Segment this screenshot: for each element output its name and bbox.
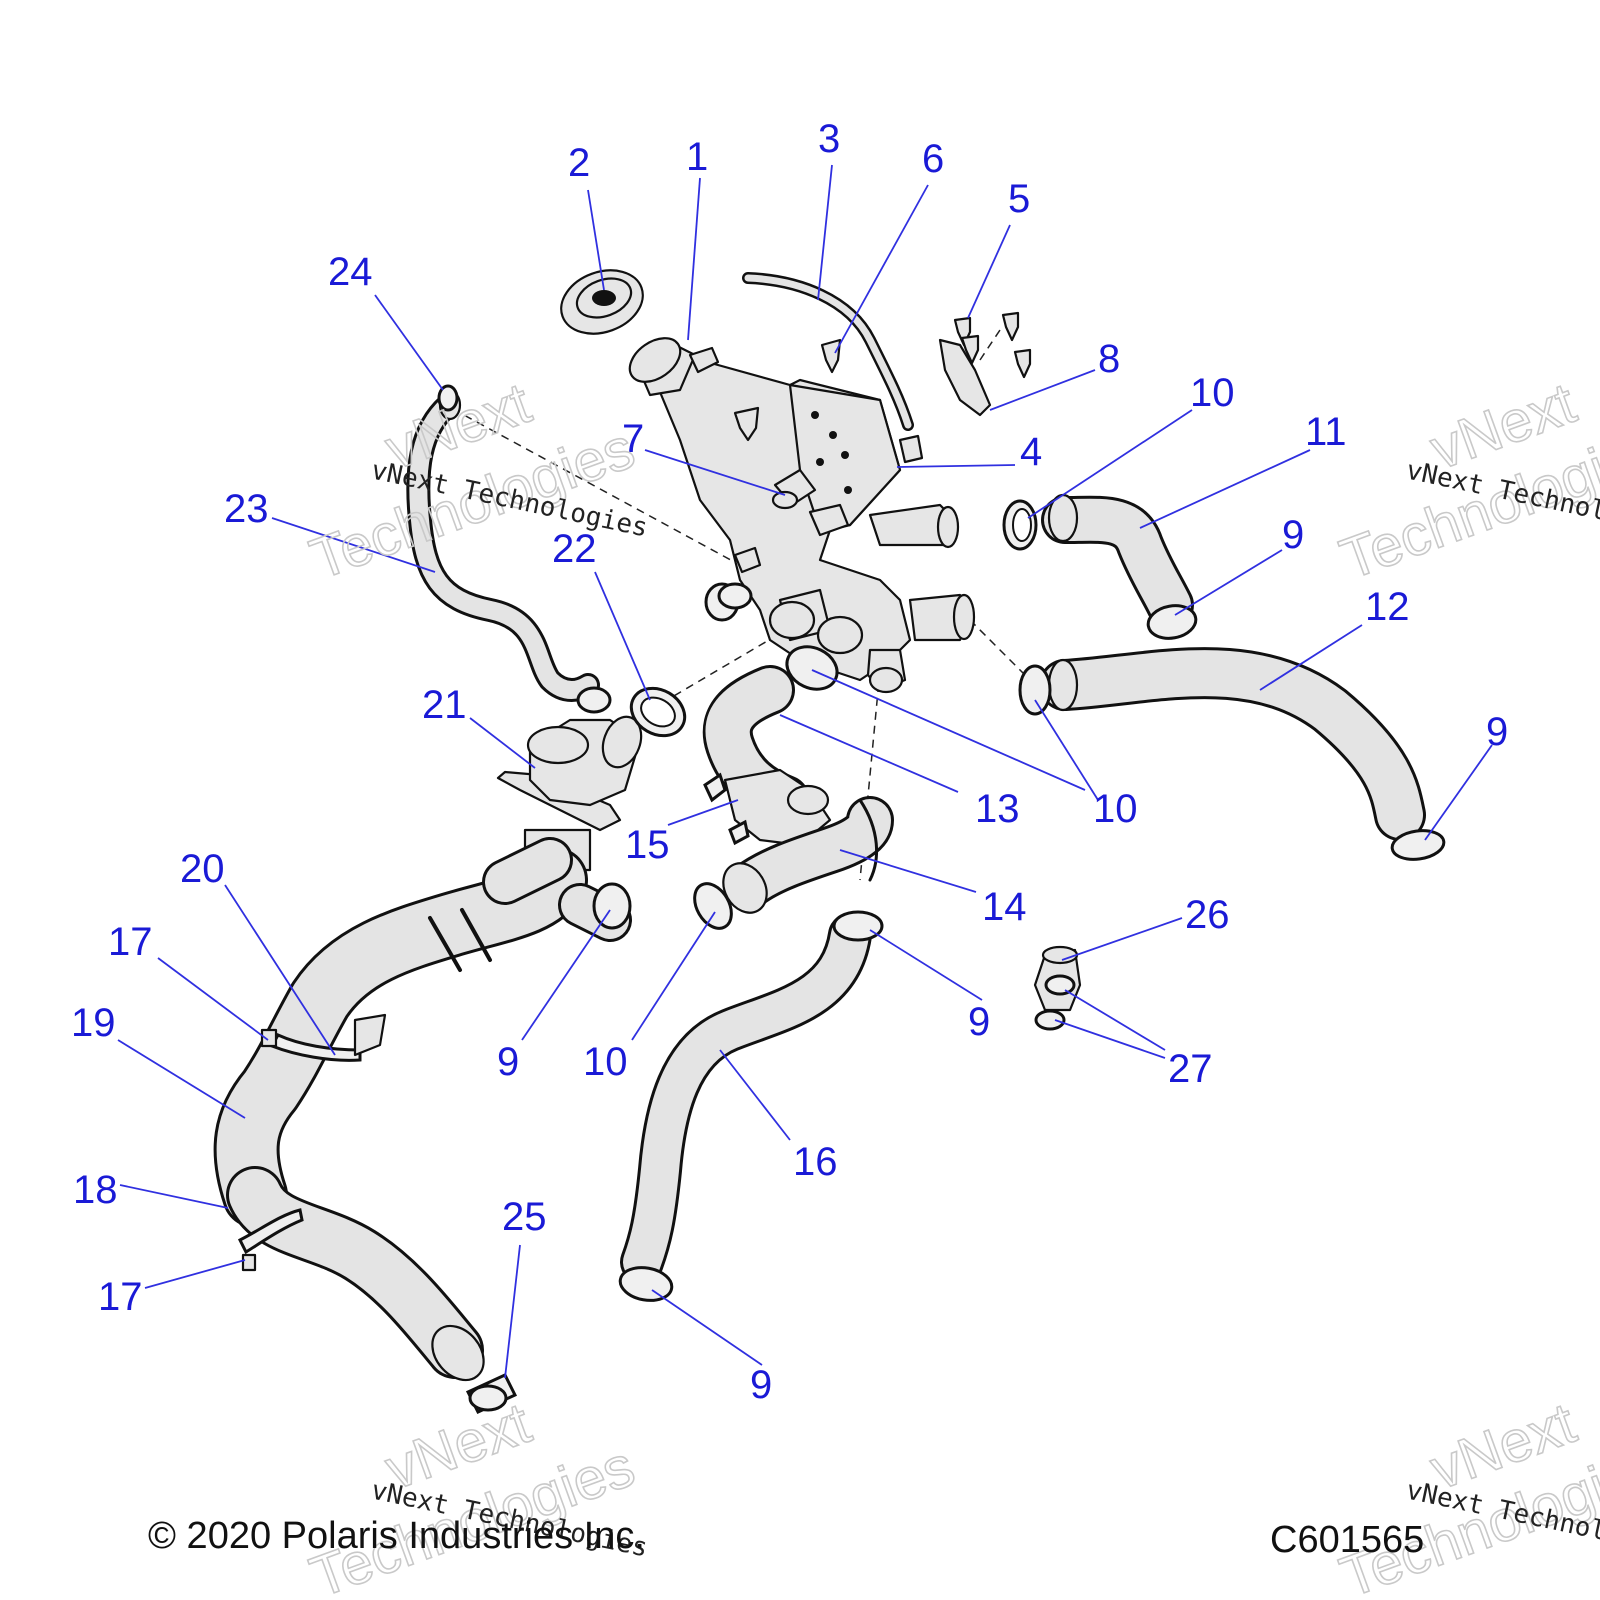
- callout-10c: 10: [583, 1040, 628, 1084]
- callout-7: 7: [622, 417, 644, 461]
- coolant-hose-12: [1039, 647, 1426, 841]
- callout-3: 3: [818, 117, 840, 161]
- callout-8: 8: [1098, 337, 1120, 381]
- radiator-cap: [560, 269, 644, 335]
- callout-9c: 9: [968, 1000, 990, 1044]
- callout-1: 1: [686, 135, 708, 179]
- clamps-17: [237, 1013, 387, 1272]
- callout-22: 22: [552, 527, 597, 571]
- callout-9d: 9: [497, 1040, 519, 1084]
- callout-27: 27: [1168, 1047, 1213, 1091]
- callout-9e: 9: [750, 1363, 772, 1407]
- clamp-22: [629, 686, 687, 738]
- callout-14: 14: [982, 885, 1027, 929]
- callout-9a: 9: [1282, 513, 1304, 557]
- callout-15: 15: [625, 823, 670, 867]
- callout-12: 12: [1365, 585, 1410, 629]
- radiator-hose-20: [213, 837, 632, 1228]
- clamp-24: [437, 384, 459, 412]
- drawing-code: C601565: [1270, 1519, 1424, 1561]
- callout-13: 13: [975, 787, 1020, 831]
- callout-9b: 9: [1486, 710, 1508, 754]
- callout-19: 19: [71, 1001, 116, 1045]
- bolts-5: [953, 311, 1032, 379]
- callout-10a: 10: [1190, 371, 1235, 415]
- coolant-hose-11: [1041, 493, 1194, 629]
- callout-20: 20: [180, 847, 225, 891]
- callout-18: 18: [73, 1168, 118, 1212]
- hose-fitting-15: [703, 768, 832, 847]
- callout-17b: 17: [98, 1275, 143, 1319]
- mounting-bracket-8: [938, 338, 992, 417]
- callout-23: 23: [224, 487, 269, 531]
- callout-26: 26: [1185, 893, 1230, 937]
- callout-17a: 17: [108, 920, 153, 964]
- callout-2: 2: [568, 141, 590, 185]
- callout-16: 16: [793, 1140, 838, 1184]
- callout-24: 24: [328, 250, 373, 294]
- callout-5: 5: [1008, 177, 1030, 221]
- clips-27: [1034, 974, 1076, 1031]
- callout-21: 21: [422, 683, 467, 727]
- callout-6: 6: [922, 137, 944, 181]
- clamps-9-10: [592, 499, 1446, 1302]
- callout-25: 25: [502, 1195, 547, 1239]
- hose-clip-7: [771, 468, 817, 510]
- overflow-tube: [742, 272, 914, 431]
- clamp-25: [465, 1373, 518, 1414]
- callout-4: 4: [1020, 430, 1042, 474]
- callout-11: 11: [1305, 410, 1347, 454]
- hose-14: [722, 796, 894, 914]
- coolant-reservoir-housing: [628, 337, 976, 694]
- footer: © 2020 Polaris Industries Inc. C601565: [148, 1515, 1424, 1561]
- leader-lines: [117, 164, 1493, 1379]
- coolant-hose-16: [620, 913, 872, 1284]
- push-rivets: [733, 338, 842, 442]
- callout-10b: 10: [1093, 787, 1138, 831]
- copyright-text: © 2020 Polaris Industries Inc.: [148, 1515, 645, 1557]
- watermarks: vNext Technologies vNext Technologies vN…: [301, 370, 1600, 1600]
- callout-numbers: 1 2 3 4 5 6 7 8 9 9 9 9 9 10 10 10 11 12…: [71, 117, 1508, 1407]
